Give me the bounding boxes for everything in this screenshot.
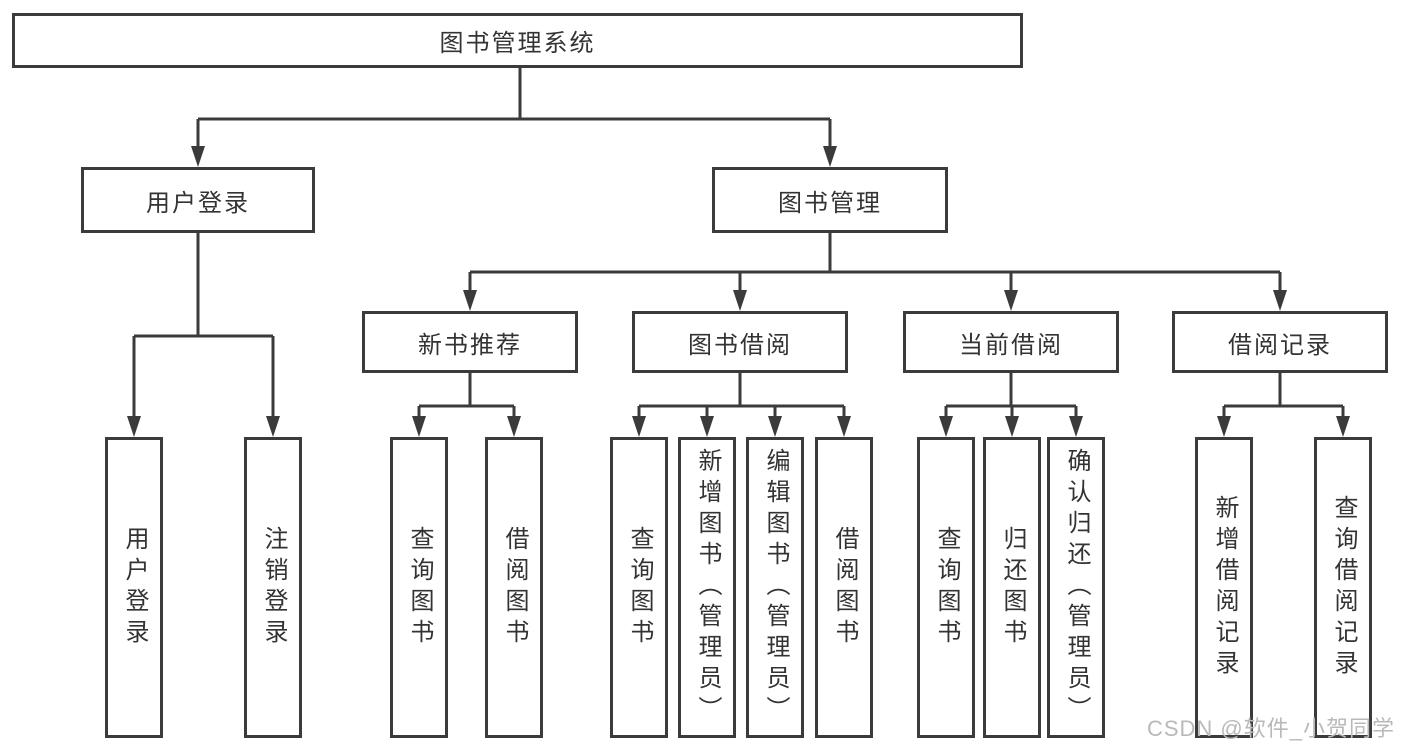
node-new-book-recommend: 新书推荐 [362,311,578,373]
leaf-query-books-current: 查询图书 [917,437,975,738]
node-borrowing-records: 借阅记录 [1172,311,1388,373]
node-book-management: 图书管理 [712,167,948,233]
leaf-borrow-books: 借阅图书 [815,437,873,738]
leaf-confirm-return-admin: 确认归还（管理员） [1047,437,1105,738]
leaf-query-books-borrow: 查询图书 [610,437,668,738]
leaf-user-login: 用户登录 [105,437,163,738]
leaf-query-books-recommend: 查询图书 [390,437,448,738]
leaf-add-borrow-record: 新增借阅记录 [1195,437,1253,738]
node-user-login: 用户登录 [81,167,315,233]
leaf-logout: 注销登录 [244,437,302,738]
leaf-add-books-admin: 新增图书（管理员） [678,437,736,738]
node-book-borrowing: 图书借阅 [632,311,848,373]
arrowhead-icons [127,146,1350,437]
leaf-return-books: 归还图书 [983,437,1041,738]
leaf-query-borrow-record: 查询借阅记录 [1314,437,1372,738]
leaf-borrow-books-recommend: 借阅图书 [485,437,543,738]
node-root-system: 图书管理系统 [12,13,1023,68]
csdn-watermark: CSDN @软件_小贺同学 [1146,716,1395,741]
leaf-edit-books-admin: 编辑图书（管理员） [746,437,804,738]
node-current-borrowing: 当前借阅 [903,311,1119,373]
